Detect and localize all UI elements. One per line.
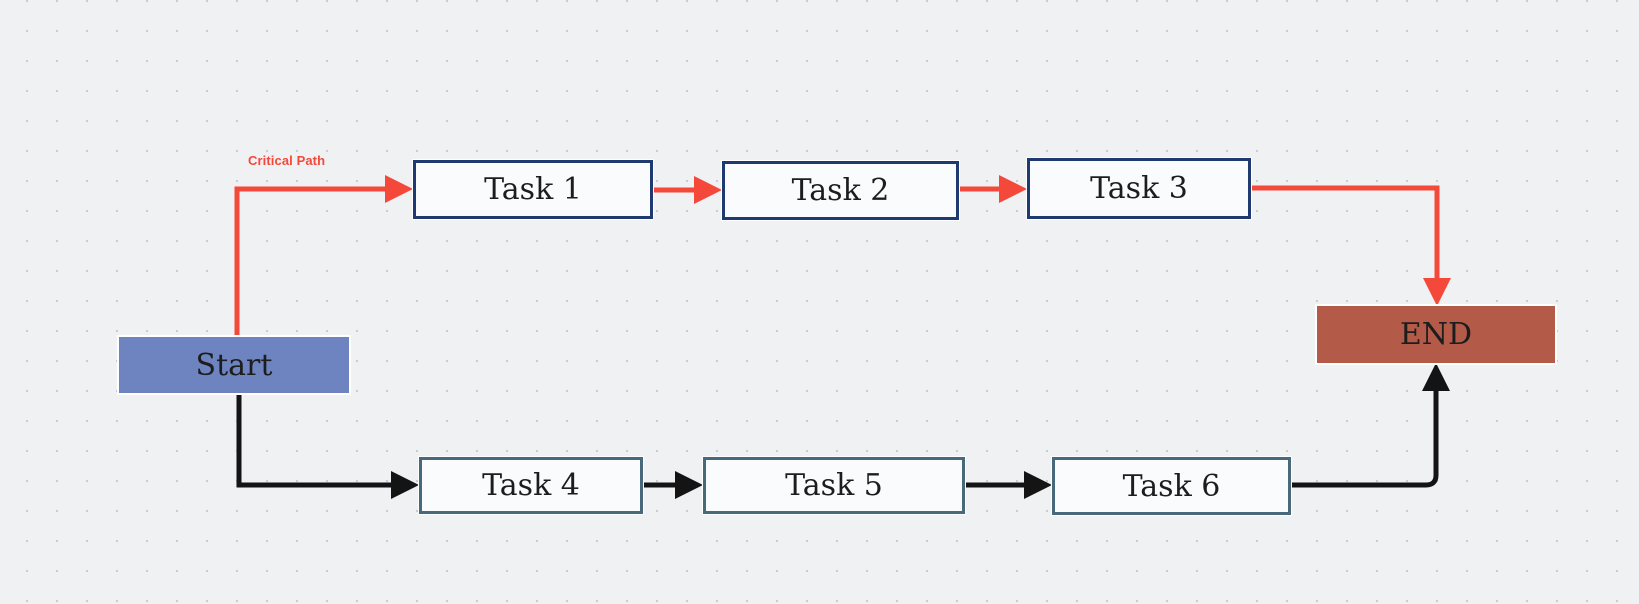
edge-task3-to-end-critical[interactable] — [1251, 185, 1451, 306]
edge-line — [1291, 389, 1439, 488]
node-task-4-label: Task 4 — [482, 468, 580, 503]
edge-task6-to-end[interactable] — [1291, 363, 1450, 488]
node-task-5[interactable]: Task 5 — [703, 457, 965, 514]
node-task-6[interactable]: Task 6 — [1052, 457, 1291, 515]
arrowhead-icon — [675, 471, 703, 499]
critical-path-edge-label[interactable]: Critical Path — [248, 153, 326, 168]
arrowhead-icon — [694, 176, 722, 204]
arrowhead-icon — [999, 175, 1027, 203]
node-start[interactable]: Start — [119, 337, 349, 393]
node-end-label: END — [1399, 317, 1473, 352]
node-task-3-label: Task 3 — [1090, 171, 1188, 206]
arrowhead-icon — [385, 175, 413, 203]
node-task-5-label: Task 5 — [785, 468, 883, 503]
edge-task4-to-task5[interactable] — [643, 471, 703, 499]
edge-line — [1251, 185, 1440, 282]
node-task-2-label: Task 2 — [791, 173, 890, 208]
node-task-1-label: Task 1 — [484, 172, 582, 207]
edge-task1-to-task2-critical[interactable] — [653, 176, 722, 204]
edge-task2-to-task3-critical[interactable] — [959, 175, 1027, 203]
node-task-1[interactable]: Task 1 — [413, 160, 653, 219]
node-end[interactable]: END — [1317, 306, 1555, 363]
edge-line — [236, 393, 393, 488]
arrowhead-icon — [1024, 471, 1052, 499]
edge-start-to-task1-critical[interactable] — [234, 175, 413, 337]
edge-task5-to-task6[interactable] — [965, 471, 1052, 499]
node-task-3[interactable]: Task 3 — [1027, 158, 1251, 219]
edge-start-to-task4[interactable] — [236, 393, 419, 499]
node-task-2[interactable]: Task 2 — [722, 161, 959, 220]
node-task-6-label: Task 6 — [1122, 468, 1221, 504]
node-start-label: Start — [195, 347, 273, 383]
arrowhead-icon — [1423, 278, 1451, 306]
node-task-4[interactable]: Task 4 — [419, 457, 643, 514]
arrowhead-icon — [391, 471, 419, 499]
edge-line — [234, 186, 387, 337]
arrowhead-icon — [1422, 363, 1450, 391]
